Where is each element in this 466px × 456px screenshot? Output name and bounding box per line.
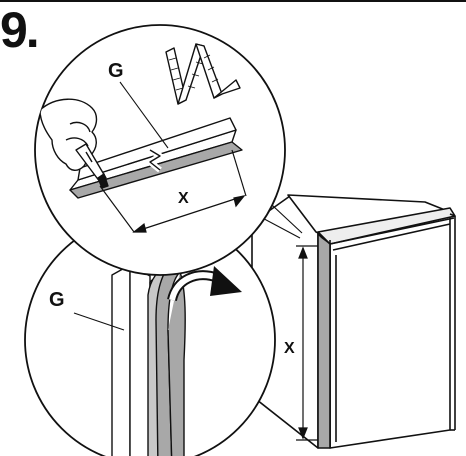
gasket-label-bottom: G: [49, 289, 65, 311]
folding-ruler-icon: [165, 43, 241, 105]
hand-with-knife-icon: [39, 98, 109, 189]
peel-arrow-icon: [167, 266, 242, 302]
cut-length-dimension: [99, 149, 247, 233]
detail-circle-top: [34, 24, 286, 276]
gasket-label-top: G: [108, 60, 124, 82]
top-divider-line: [0, 0, 466, 2]
cabinet-height-label: X: [284, 340, 295, 357]
fridge-appliance: [251, 194, 456, 449]
height-dimension: [296, 245, 318, 441]
cut-length-label: X: [178, 190, 189, 207]
step-number: 9.: [0, 2, 40, 58]
